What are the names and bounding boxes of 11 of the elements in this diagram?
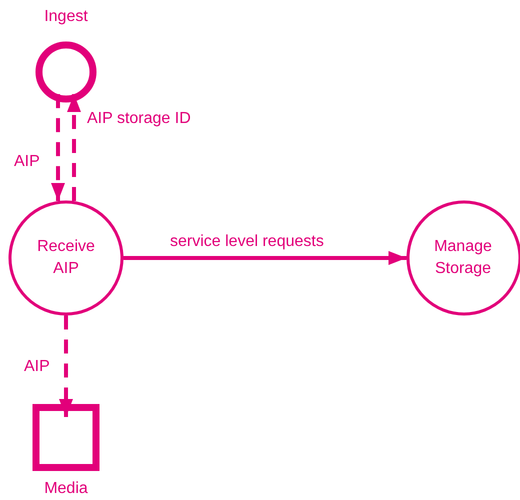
process-circle (8, 200, 124, 316)
node-label: Receive AIP (36, 237, 96, 279)
edge-label: service level requests (168, 233, 326, 251)
arrow (67, 94, 81, 202)
arrow (59, 316, 73, 417)
arrow (51, 94, 65, 202)
node-label: Ingest (43, 7, 89, 27)
node-label: Manage Storage (433, 237, 493, 279)
edge-label: AIP storage ID (85, 110, 193, 128)
node-label: Media (43, 479, 89, 499)
arrow (124, 251, 406, 265)
